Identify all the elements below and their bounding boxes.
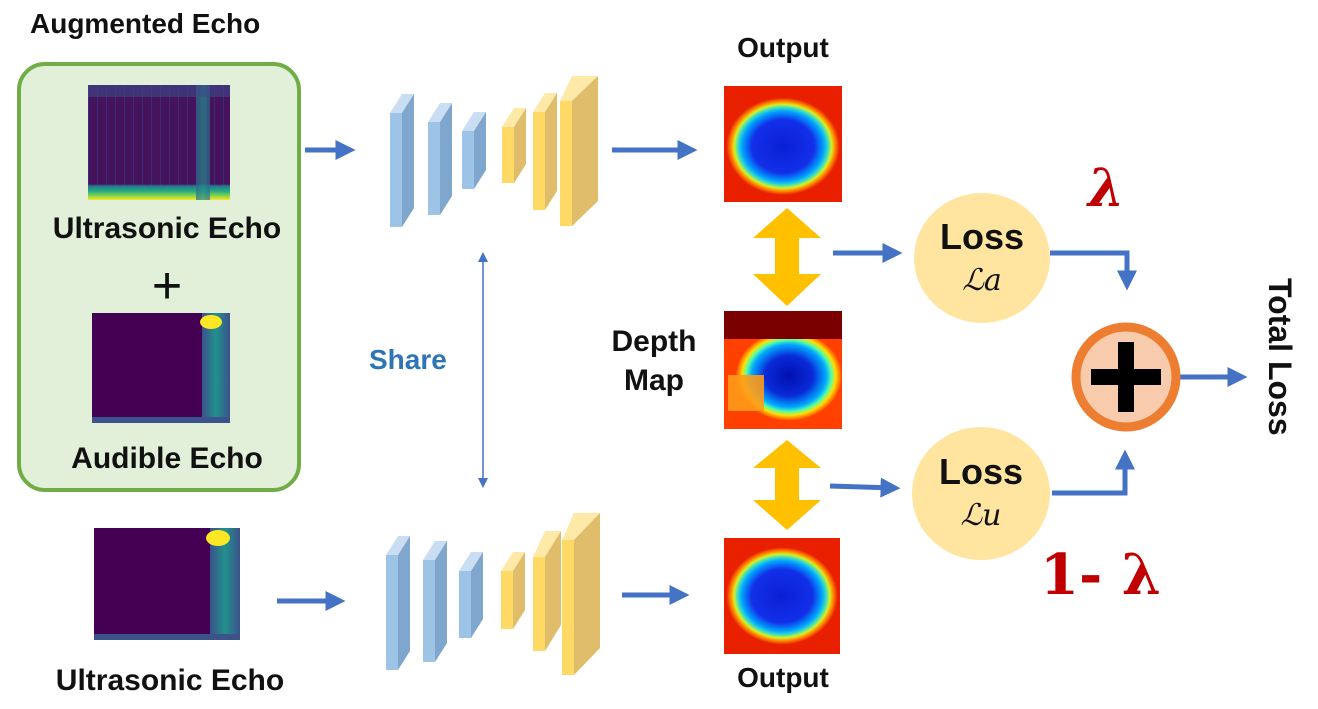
output-label-bottom: Output bbox=[737, 662, 829, 693]
double-arrow-top bbox=[753, 208, 821, 306]
top-network-decoder bbox=[502, 76, 598, 226]
bottom-network-decoder bbox=[501, 513, 600, 675]
depth-map-label-line2: Map bbox=[624, 364, 684, 397]
bottom-network-encoder bbox=[386, 536, 483, 670]
plus-sign: + bbox=[151, 257, 183, 315]
loss-u-title: Loss bbox=[938, 451, 1024, 492]
blue-arrows bbox=[277, 140, 1248, 611]
ultrasonic-spectrogram-top bbox=[88, 85, 230, 200]
ultrasonic-echo-label-top: Ultrasonic Echo bbox=[52, 212, 282, 245]
vertical-double-arrow-icon bbox=[478, 252, 488, 488]
share-label: Share bbox=[369, 344, 447, 375]
depth-map-label-line1: Depth bbox=[611, 325, 697, 358]
top-network-encoder bbox=[390, 94, 486, 227]
double-arrow-bottom bbox=[753, 440, 821, 530]
lambda-weight: λ bbox=[1088, 158, 1125, 219]
ultrasonic-spectrogram-bottom bbox=[94, 528, 240, 640]
loss-a-symbol: ℒa bbox=[962, 262, 1002, 298]
plus-in-circle-icon bbox=[1071, 322, 1181, 432]
audible-echo-label: Audible Echo bbox=[71, 442, 263, 475]
loss-a-circle: Loss ℒa bbox=[914, 193, 1050, 323]
output-label-top: Output bbox=[737, 32, 829, 63]
arrow-loss-a-to-sum bbox=[1050, 250, 1137, 291]
output-depth-map-bottom bbox=[724, 538, 840, 654]
audible-spectrogram bbox=[92, 313, 230, 423]
augmented-echo-title: Augmented Echo bbox=[30, 8, 261, 39]
ultrasonic-echo-label-bottom: Ultrasonic Echo bbox=[55, 664, 285, 697]
ground-truth-depth-map bbox=[724, 311, 842, 429]
arrow-to-loss-u bbox=[829, 477, 901, 498]
loss-a-title: Loss bbox=[939, 215, 1025, 257]
arrow-loss-u-to-sum bbox=[1052, 449, 1135, 496]
loss-u-symbol: ℒu bbox=[960, 498, 1002, 533]
loss-u-circle: Loss ℒu bbox=[912, 427, 1050, 560]
one-minus-lambda-weight: 1- λ bbox=[1040, 542, 1161, 608]
output-depth-map-top bbox=[724, 86, 842, 202]
yellow-double-arrows bbox=[753, 208, 821, 530]
